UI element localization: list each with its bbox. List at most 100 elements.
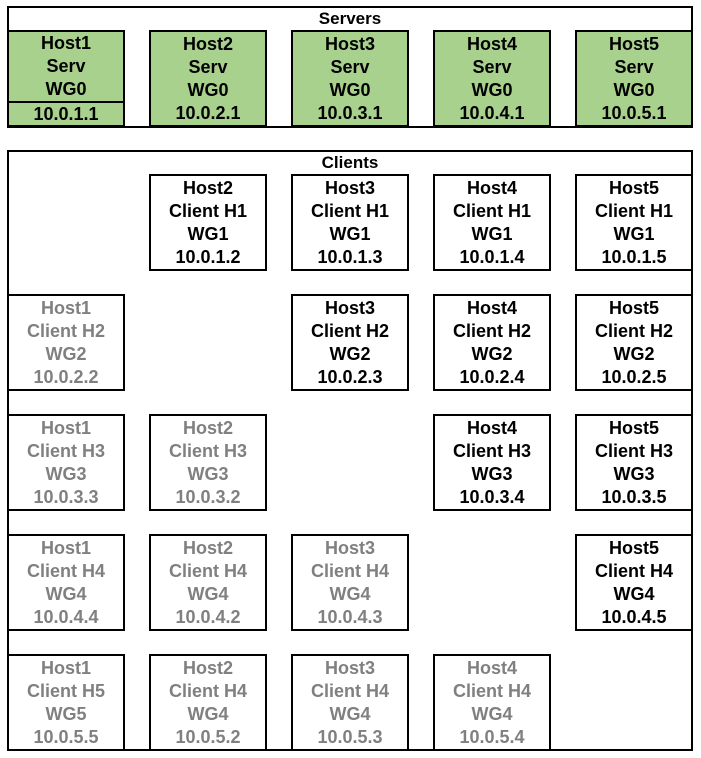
client-box-wg: WG5 bbox=[45, 704, 87, 725]
client-box-role: Client H2 bbox=[310, 320, 389, 341]
client-box-host: Host3 bbox=[324, 297, 375, 318]
client-box-wg: WG4 bbox=[329, 704, 371, 725]
client-box-host: Host3 bbox=[324, 537, 375, 558]
client-box-host: Host3 bbox=[324, 177, 375, 198]
client-box-wg: WG1 bbox=[471, 224, 513, 245]
client-box-wg: WG4 bbox=[613, 584, 655, 605]
client-box-role: Client H4 bbox=[168, 680, 247, 701]
client-box-role: Client H4 bbox=[310, 560, 389, 581]
client-box-ip: 10.0.3.2 bbox=[175, 487, 241, 508]
client-box-role: Client H3 bbox=[452, 440, 531, 461]
client-box-role: Client H1 bbox=[310, 200, 389, 221]
servers-title: Servers bbox=[318, 9, 382, 28]
server-box-host: Host2 bbox=[182, 33, 233, 54]
client-box-role: Client H3 bbox=[26, 440, 105, 461]
client-box-wg: WG3 bbox=[187, 464, 229, 485]
client-box-host: Host5 bbox=[608, 537, 659, 558]
server-box-role: Serv bbox=[472, 56, 512, 77]
client-box-role: Client H2 bbox=[452, 320, 531, 341]
client-box-ip: 10.0.5.5 bbox=[33, 727, 99, 748]
client-box-role: Client H4 bbox=[26, 560, 105, 581]
client-box-wg: WG2 bbox=[329, 344, 371, 365]
client-box-wg: WG1 bbox=[187, 224, 229, 245]
client-box-role: Client H3 bbox=[168, 440, 247, 461]
client-box-role: Client H4 bbox=[594, 560, 673, 581]
client-box-host: Host2 bbox=[182, 657, 233, 678]
client-box-wg: WG3 bbox=[613, 464, 655, 485]
server-box-ip: 10.0.2.1 bbox=[175, 103, 241, 124]
client-box-ip: 10.0.5.4 bbox=[459, 727, 525, 748]
client-box-ip: 10.0.5.2 bbox=[175, 727, 241, 748]
client-box-ip: 10.0.4.2 bbox=[175, 607, 241, 628]
client-box-role: Client H1 bbox=[594, 200, 673, 221]
client-box-wg: WG1 bbox=[329, 224, 371, 245]
server-box-role: Serv bbox=[614, 56, 654, 77]
client-box-wg: WG4 bbox=[187, 704, 229, 725]
client-box-ip: 10.0.1.5 bbox=[601, 247, 667, 268]
client-box-host: Host2 bbox=[182, 537, 233, 558]
server-box-host: Host5 bbox=[608, 33, 659, 54]
client-box-ip: 10.0.5.3 bbox=[317, 727, 383, 748]
client-box-role: Client H2 bbox=[594, 320, 673, 341]
server-box-role: Serv bbox=[46, 56, 86, 77]
client-box-ip: 10.0.3.5 bbox=[601, 487, 667, 508]
client-box-host: Host2 bbox=[182, 417, 233, 438]
client-box-role: Client H4 bbox=[168, 560, 247, 581]
client-box-wg: WG4 bbox=[329, 584, 371, 605]
client-box-host: Host2 bbox=[182, 177, 233, 198]
client-box-ip: 10.0.4.4 bbox=[33, 607, 99, 628]
server-box-wg: WG0 bbox=[329, 80, 371, 101]
client-box-role: Client H3 bbox=[594, 440, 673, 461]
server-box-wg: WG0 bbox=[613, 80, 655, 101]
client-box-ip: 10.0.3.3 bbox=[33, 487, 99, 508]
client-box-wg: WG3 bbox=[471, 464, 513, 485]
client-box-host: Host1 bbox=[40, 537, 91, 558]
client-box-ip: 10.0.2.2 bbox=[33, 367, 99, 388]
server-box-host: Host3 bbox=[324, 33, 375, 54]
server-box-wg: WG0 bbox=[187, 80, 229, 101]
client-box-ip: 10.0.1.3 bbox=[317, 247, 383, 268]
server-box-ip: 10.0.4.1 bbox=[459, 103, 525, 124]
client-box-host: Host5 bbox=[608, 177, 659, 198]
client-box-ip: 10.0.3.4 bbox=[459, 487, 525, 508]
client-box-host: Host4 bbox=[466, 417, 517, 438]
client-box-host: Host1 bbox=[40, 297, 91, 318]
client-box-role: Client H1 bbox=[168, 200, 247, 221]
server-box-ip: 10.0.5.1 bbox=[601, 103, 667, 124]
client-box-host: Host1 bbox=[40, 417, 91, 438]
server-box-role: Serv bbox=[330, 56, 370, 77]
client-box-wg: WG4 bbox=[187, 584, 229, 605]
client-box-ip: 10.0.2.5 bbox=[601, 367, 667, 388]
client-box-wg: WG4 bbox=[471, 704, 513, 725]
server-box-ip: 10.0.1.1 bbox=[9, 100, 123, 125]
client-box-host: Host5 bbox=[608, 297, 659, 318]
server-box-role: Serv bbox=[188, 56, 228, 77]
server-box-wg: WG0 bbox=[471, 80, 513, 101]
client-box-ip: 10.0.1.2 bbox=[175, 247, 241, 268]
client-box-wg: WG2 bbox=[471, 344, 513, 365]
client-box-host: Host1 bbox=[40, 657, 91, 678]
client-box-host: Host5 bbox=[608, 417, 659, 438]
client-box-role: Client H5 bbox=[26, 680, 105, 701]
client-box-wg: WG2 bbox=[45, 344, 87, 365]
